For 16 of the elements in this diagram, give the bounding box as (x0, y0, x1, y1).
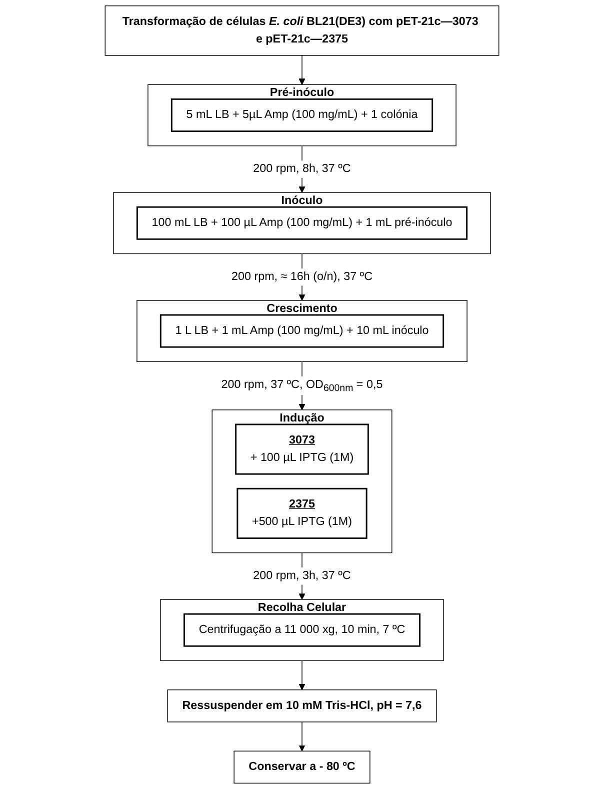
node-box: Centrifugação a 11 000 xg, 10 min, 7 ºC (183, 613, 420, 647)
edge-label: 200 rpm, 8h, 37 ºC (252, 162, 350, 175)
node-box: Transformação de células E. coli BL21(DE3) com pET-21c—3073 e pET-21c—2375 (104, 5, 499, 56)
node-box: 2375 +500 µL IPTG (1M) (236, 488, 367, 539)
node-box: Ressuspender em 10 mM Tris-HCl, pH = 7,6 (166, 689, 436, 722)
edge-label: 200 rpm, 3h, 37 ºC (252, 570, 350, 582)
edge-label: 200 rpm, 37 ºC, OD$_{600nm}$ = 0,5 (220, 378, 382, 394)
arrow (298, 722, 305, 752)
arrow (298, 660, 305, 690)
edge-label: 200 rpm, ≈ 16h (o/n), 37 ºC (231, 270, 372, 283)
node-box: 1 L LB + 1 mL Amp (100 mg/mL) + 10 mL inóculo (159, 314, 444, 348)
arrow (298, 55, 305, 85)
node-box: 100 mL LB + 100 µL Amp (100 mg/mL) + 1 mL pré-inóculo (136, 206, 468, 240)
node-box: 3073 + 100 µL IPTG (1M) (234, 424, 368, 475)
node-box: Conservar a - 80 ºC (233, 750, 370, 784)
node-box: 5 mL LB + 5µL Amp (100 mg/mL) + 1 colónia (170, 98, 433, 132)
